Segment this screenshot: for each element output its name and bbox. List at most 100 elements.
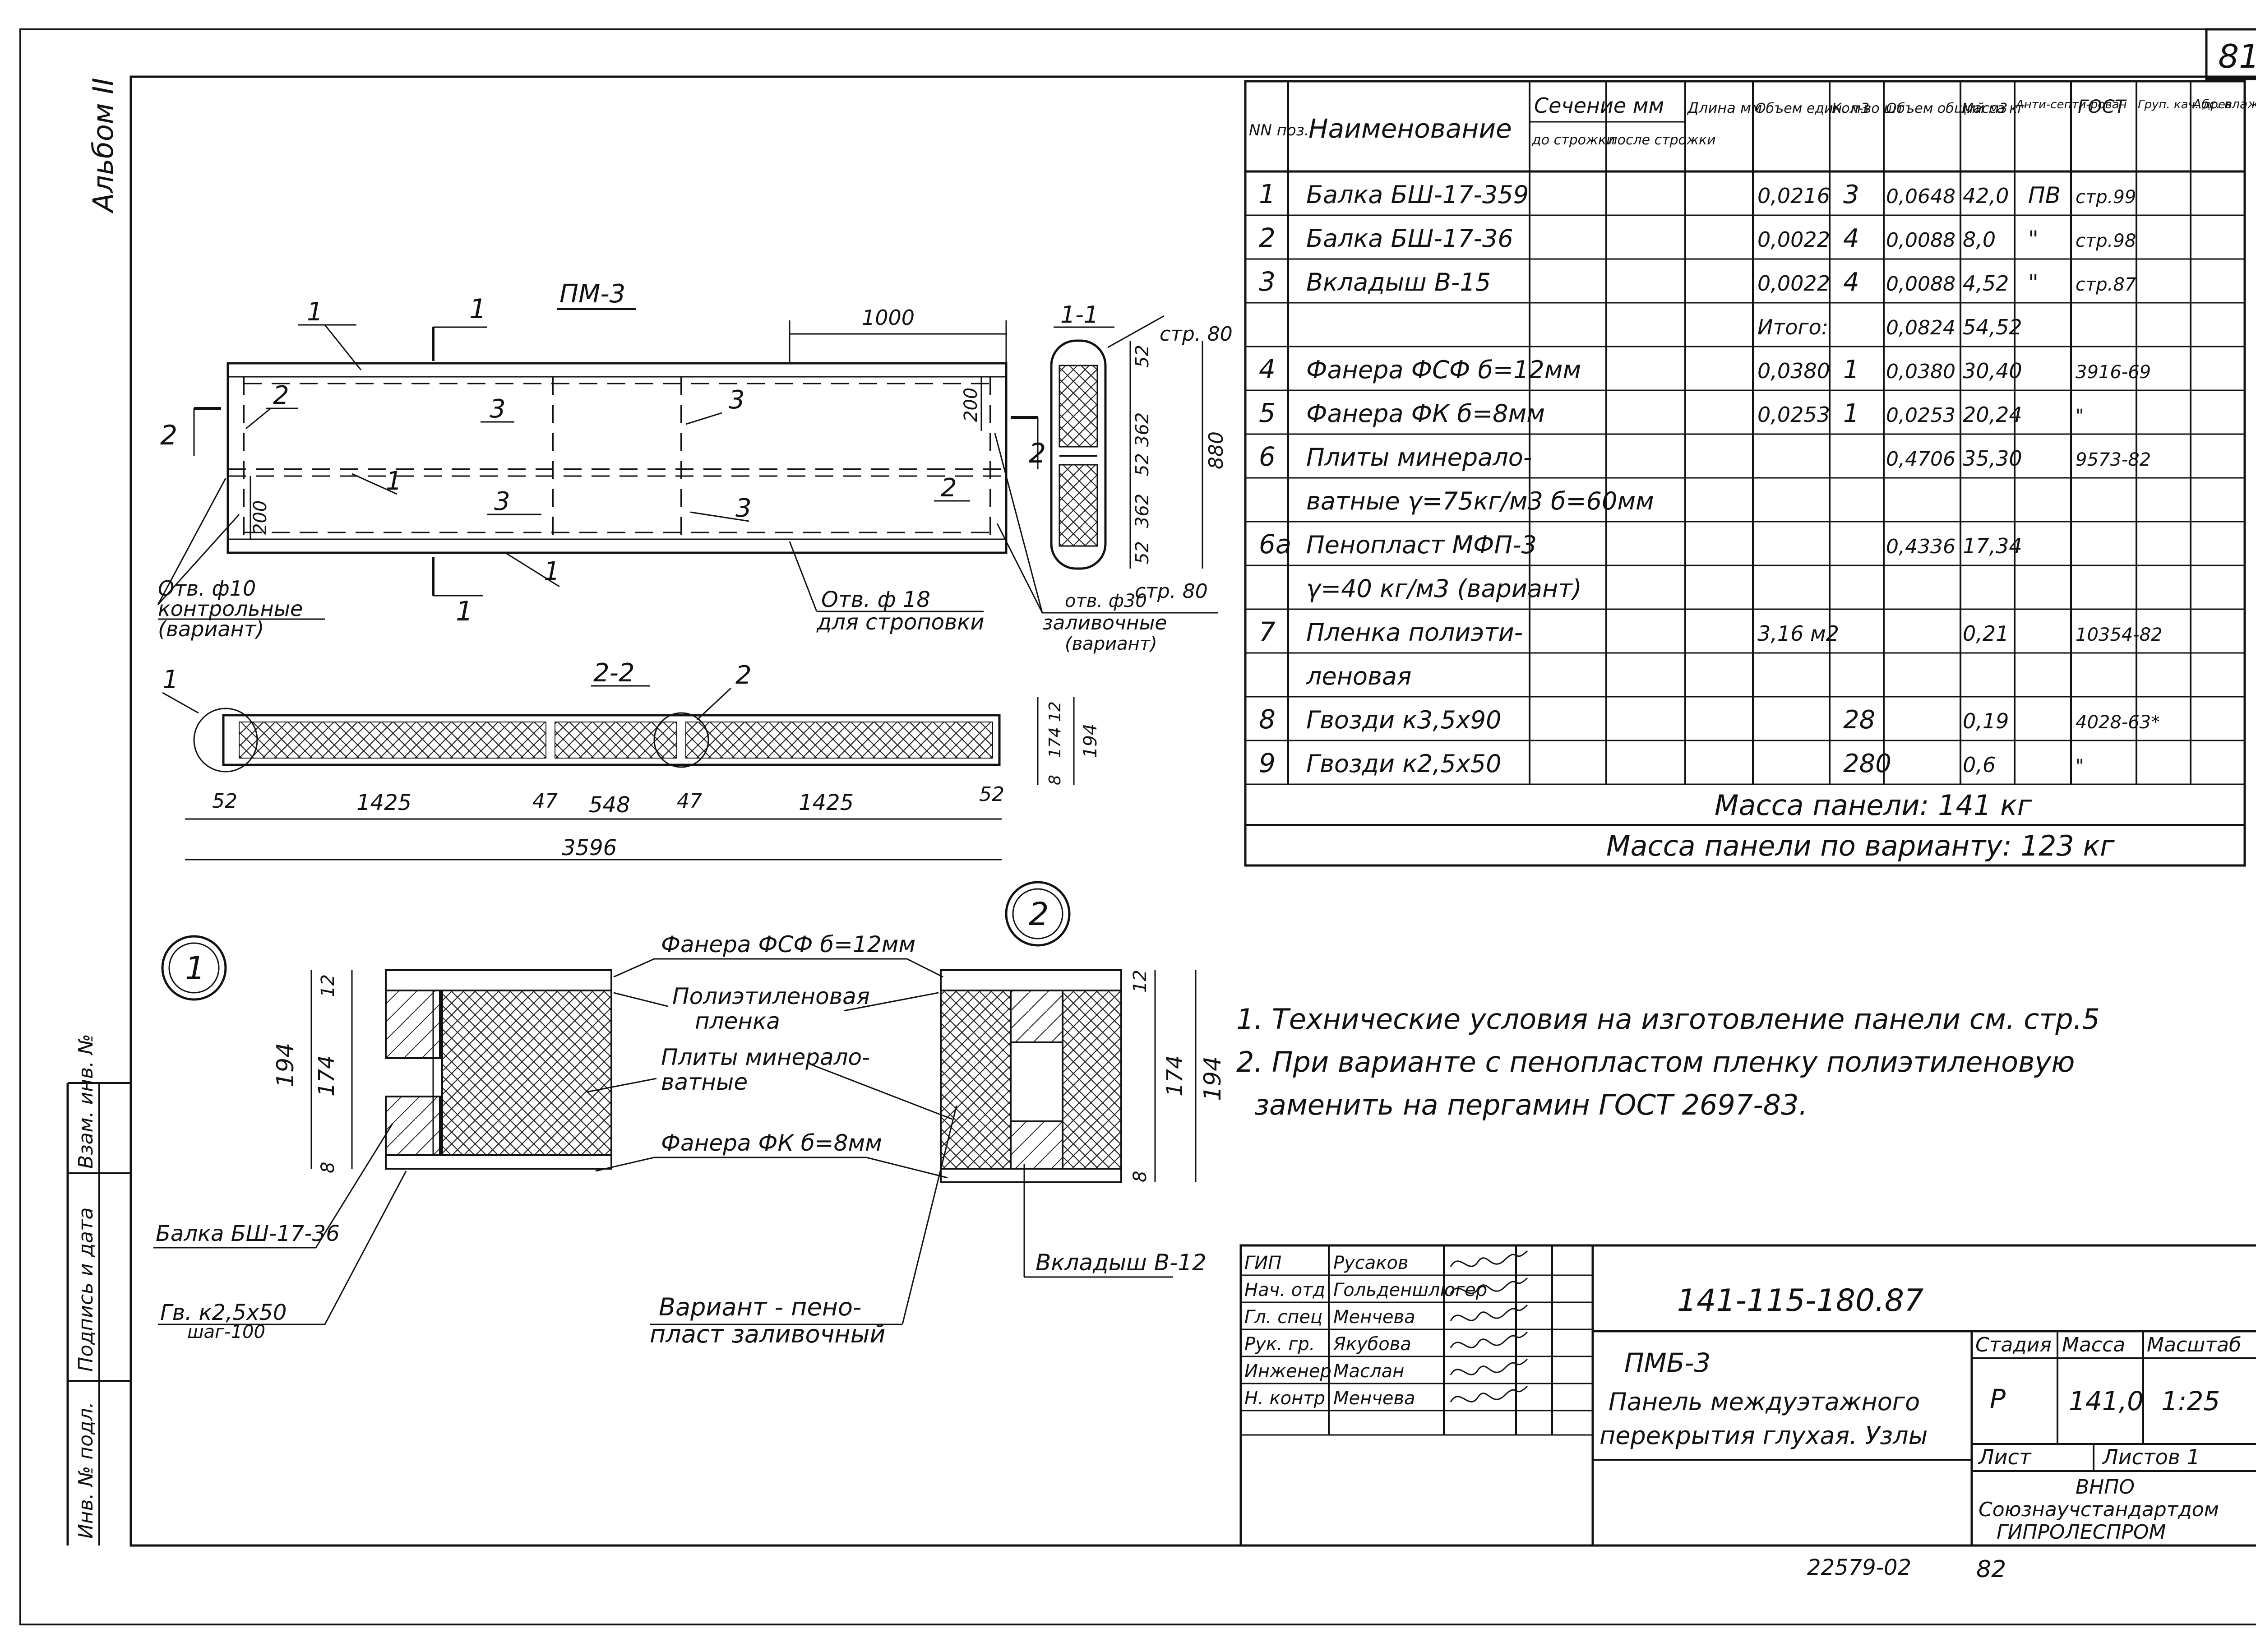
cell-name: Гвозди к2,5х50 <box>1306 750 1501 778</box>
side-stamp-replace: Взам. инв. № <box>74 1034 97 1169</box>
tb-name: Русаков <box>1333 1253 1409 1273</box>
leader <box>812 1064 952 1120</box>
leader <box>157 478 227 605</box>
cell-name: Гвозди к3,5х90 <box>1306 706 1501 734</box>
tb-role: Рук. гр. <box>1244 1334 1315 1355</box>
leader <box>595 1157 655 1172</box>
section22-dim-0: 52 <box>212 790 237 813</box>
cell-vol-total: 0,0648 <box>1886 185 1956 208</box>
cell-vol-total: 0,0380 <box>1886 360 1956 383</box>
leader <box>613 958 655 978</box>
leader <box>351 473 398 495</box>
cell-pos: 8 <box>1259 704 1276 735</box>
leader <box>315 1123 393 1248</box>
cell-pos: 9 <box>1259 748 1276 778</box>
tb-role: Инженер <box>1244 1361 1331 1382</box>
tb-scale-h: Масштаб <box>2147 1333 2241 1356</box>
plan-label-3b: 3 <box>729 385 745 415</box>
callout-fsf: Фанера ФСФ б=12мм <box>661 931 915 958</box>
callout-film: Полиэтиленовая <box>672 983 870 1009</box>
cell-vol-total: 0,0088 <box>1886 229 1956 252</box>
dim-1000: 1000 <box>862 305 915 330</box>
leader <box>1107 315 1165 348</box>
plan-label-2: 2 <box>273 381 289 410</box>
cell-mass: 42,0 <box>1963 184 2009 208</box>
page-number-box <box>2205 28 2256 80</box>
cell-vol-unit: Итого: <box>1757 315 1828 339</box>
cell-qty: 28 <box>1843 705 1875 735</box>
mass-panel: Масса панели: 141 кг <box>1715 789 2032 822</box>
node2-dim-v2: 8 <box>1130 1171 1151 1182</box>
hole-left-3: (вариант) <box>158 617 264 641</box>
th-gost: ГОСТ <box>2078 97 2127 117</box>
cell-qty: 1 <box>1843 355 1859 384</box>
th-sec-before: до строжки <box>1531 132 1615 148</box>
leader <box>586 1078 657 1093</box>
hole-mid: Отв. ф 18 <box>821 587 930 612</box>
node2-label-insert: Вкладыш В-12 <box>1036 1249 1207 1276</box>
tb-name: Маслан <box>1333 1361 1404 1382</box>
section11-dim-4: 52 <box>1132 541 1153 564</box>
dim-200-top: 200 <box>961 388 981 422</box>
section22-dim-v1: 174 <box>1046 727 1064 758</box>
dim-200-bottom: 200 <box>250 500 271 535</box>
leader <box>324 324 362 370</box>
cell-antisept: " <box>2028 270 2039 296</box>
tb-role: Гл. спец <box>1244 1307 1322 1328</box>
tb-org-2: Союзнаучстандартдом <box>1979 1498 2219 1521</box>
node1-label-balk: Балка БШ-17-36 <box>156 1221 340 1246</box>
second-page-number: 82 <box>1976 1556 2006 1583</box>
tb-mass: 141,0 <box>2069 1386 2144 1416</box>
tb-name: Менчева <box>1333 1307 1415 1328</box>
cell-name: Вкладыш В-15 <box>1306 268 1491 296</box>
leader <box>162 692 199 714</box>
th-antisept: Анти-септи-рован <box>2015 98 2127 111</box>
section22-label-1: 1 <box>162 665 179 694</box>
cell-qty: 1 <box>1843 399 1859 428</box>
node2-circle-inner <box>1012 888 1063 939</box>
th-section: Сечение мм <box>1534 93 1664 118</box>
cell-name: Фанера ФСФ б=12мм <box>1306 356 1581 384</box>
tb-sheet-h: Лист <box>1978 1445 2032 1469</box>
tb-stage: Р <box>1990 1384 2006 1414</box>
cell-name: ватные γ=75кг/м3 б=60мм <box>1306 487 1654 515</box>
callout-fk: Фанера ФК б=8мм <box>661 1130 882 1156</box>
signature <box>1450 1250 1528 1267</box>
cell-name: леновая <box>1306 662 1411 690</box>
th-vol-total: Объем общий м3 <box>1886 101 2007 116</box>
cell-vol-total: 0,0253 <box>1886 404 1956 427</box>
cut-label-2-left: 2 <box>160 420 177 451</box>
tb-org-1: ВНПО <box>2076 1476 2135 1499</box>
leader <box>324 1171 407 1325</box>
cell-name: Пленка полиэти- <box>1306 618 1523 647</box>
section22-dim-5: 1425 <box>799 790 854 815</box>
callout-film-2: пленка <box>695 1008 780 1034</box>
cut-label-1-top: 1 <box>469 293 486 325</box>
leader <box>866 1157 948 1179</box>
th-humidity: Абс. влаж. % <box>2192 97 2256 111</box>
leader <box>685 412 722 425</box>
signature <box>1450 1304 1528 1321</box>
cell-gost: 3916-69 <box>2076 362 2151 383</box>
section22-dim-v0: 12 <box>1046 701 1064 722</box>
tb-product-code: ПМБ-3 <box>1624 1347 1710 1378</box>
leader <box>505 552 560 588</box>
cell-mass: 30,40 <box>1963 359 2022 383</box>
cell-mass: 0,19 <box>1963 709 2009 733</box>
th-vol-unit: Объем един. м3 <box>1755 101 1869 116</box>
cell-mass: 8,0 <box>1963 227 1996 252</box>
node2-circle-outer <box>1005 881 1071 947</box>
tb-sheets-h: Листов 1 <box>2102 1445 2200 1469</box>
section22-dim-6: 52 <box>979 783 1004 806</box>
cell-vol-unit: 0,0253 <box>1757 403 1830 427</box>
cell-gost: " <box>2076 406 2084 426</box>
tb-role: ГИП <box>1244 1253 1281 1273</box>
cell-vol-unit: 0,0216 <box>1757 184 1830 208</box>
node1-profile <box>385 969 612 1170</box>
section11-ref-bottom: стр. 80 <box>1135 580 1208 603</box>
cell-gost: 9573-82 <box>2076 449 2151 470</box>
cell-qty: 4 <box>1843 224 1859 253</box>
